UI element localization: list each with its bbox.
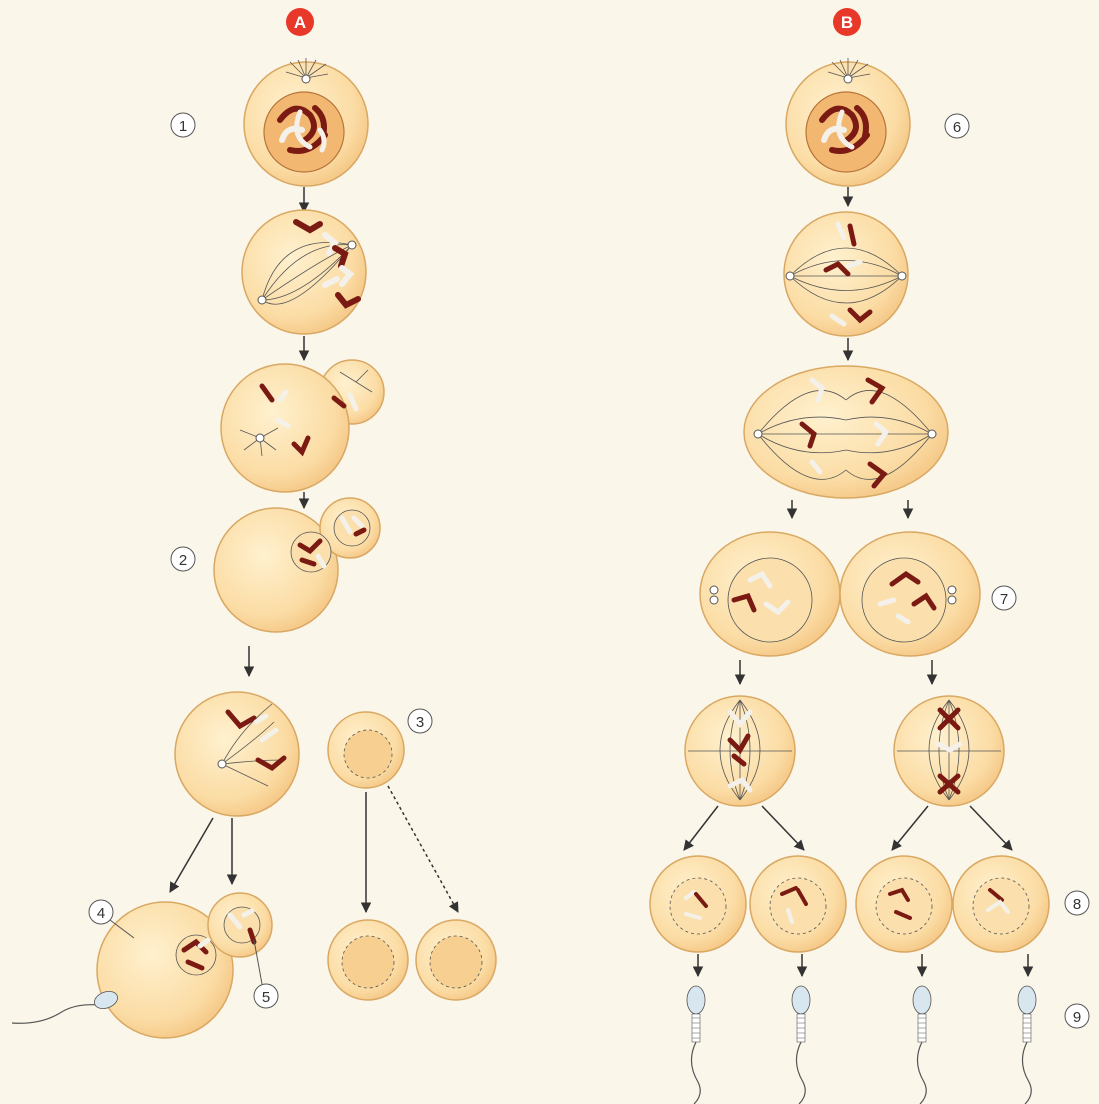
svg-text:2: 2: [179, 552, 187, 569]
sperm-1: [687, 986, 705, 1104]
arrow-b5-rr: [970, 806, 1012, 850]
polar-body-3: [328, 712, 404, 788]
marker-9: 9: [1065, 1004, 1089, 1028]
cell-b4-right: [840, 532, 980, 656]
cell-b1: [786, 58, 910, 186]
cell-a4: [214, 498, 380, 632]
panel-a: A: [12, 8, 496, 1038]
arrow-pb-right: [388, 786, 458, 912]
svg-text:1: 1: [179, 118, 187, 135]
cell-b3: [744, 366, 948, 498]
panel-b: B 6: [650, 8, 1089, 1104]
cell-b5-left: [685, 696, 795, 806]
cell-a1: [244, 58, 368, 186]
marker-6: 6: [945, 114, 969, 138]
spermatid-3: [856, 856, 952, 952]
arrow-b5-rl: [892, 806, 928, 850]
cell-b4-left: [700, 532, 840, 656]
polar-body-left: [328, 920, 408, 1000]
svg-text:4: 4: [97, 905, 105, 922]
arrow-b5-lr: [762, 806, 804, 850]
panel-a-label: A: [294, 13, 306, 32]
cell-a2: [242, 210, 366, 334]
svg-text:5: 5: [262, 989, 270, 1006]
marker-3: 3: [408, 709, 432, 733]
spermatid-2: [750, 856, 846, 952]
second-polar-body: [208, 893, 272, 957]
arrow-b5-ll: [684, 806, 718, 850]
marker-8: 8: [1065, 891, 1089, 915]
panel-a-badge: A: [286, 8, 314, 36]
sperm-approaching: [12, 988, 120, 1023]
cell-a5: [175, 692, 299, 816]
polar-body-right: [416, 920, 496, 1000]
spermatid-4: [953, 856, 1049, 952]
cell-b2: [784, 212, 908, 336]
arrow-a5-left: [170, 818, 213, 892]
svg-text:8: 8: [1073, 896, 1081, 913]
svg-text:6: 6: [953, 119, 961, 136]
svg-text:3: 3: [416, 714, 424, 731]
sperm-3: [913, 986, 931, 1104]
marker-1: 1: [171, 113, 195, 137]
marker-2: 2: [171, 547, 195, 571]
panel-b-label: B: [841, 13, 853, 32]
sperm-2: [792, 986, 810, 1104]
spermatid-1: [650, 856, 746, 952]
cell-b5-right: [894, 696, 1004, 806]
marker-7: 7: [992, 586, 1016, 610]
sperm-4: [1018, 986, 1036, 1104]
panel-b-badge: B: [833, 8, 861, 36]
cell-a3: [221, 360, 384, 492]
svg-text:9: 9: [1073, 1009, 1081, 1026]
svg-text:7: 7: [1000, 591, 1008, 608]
